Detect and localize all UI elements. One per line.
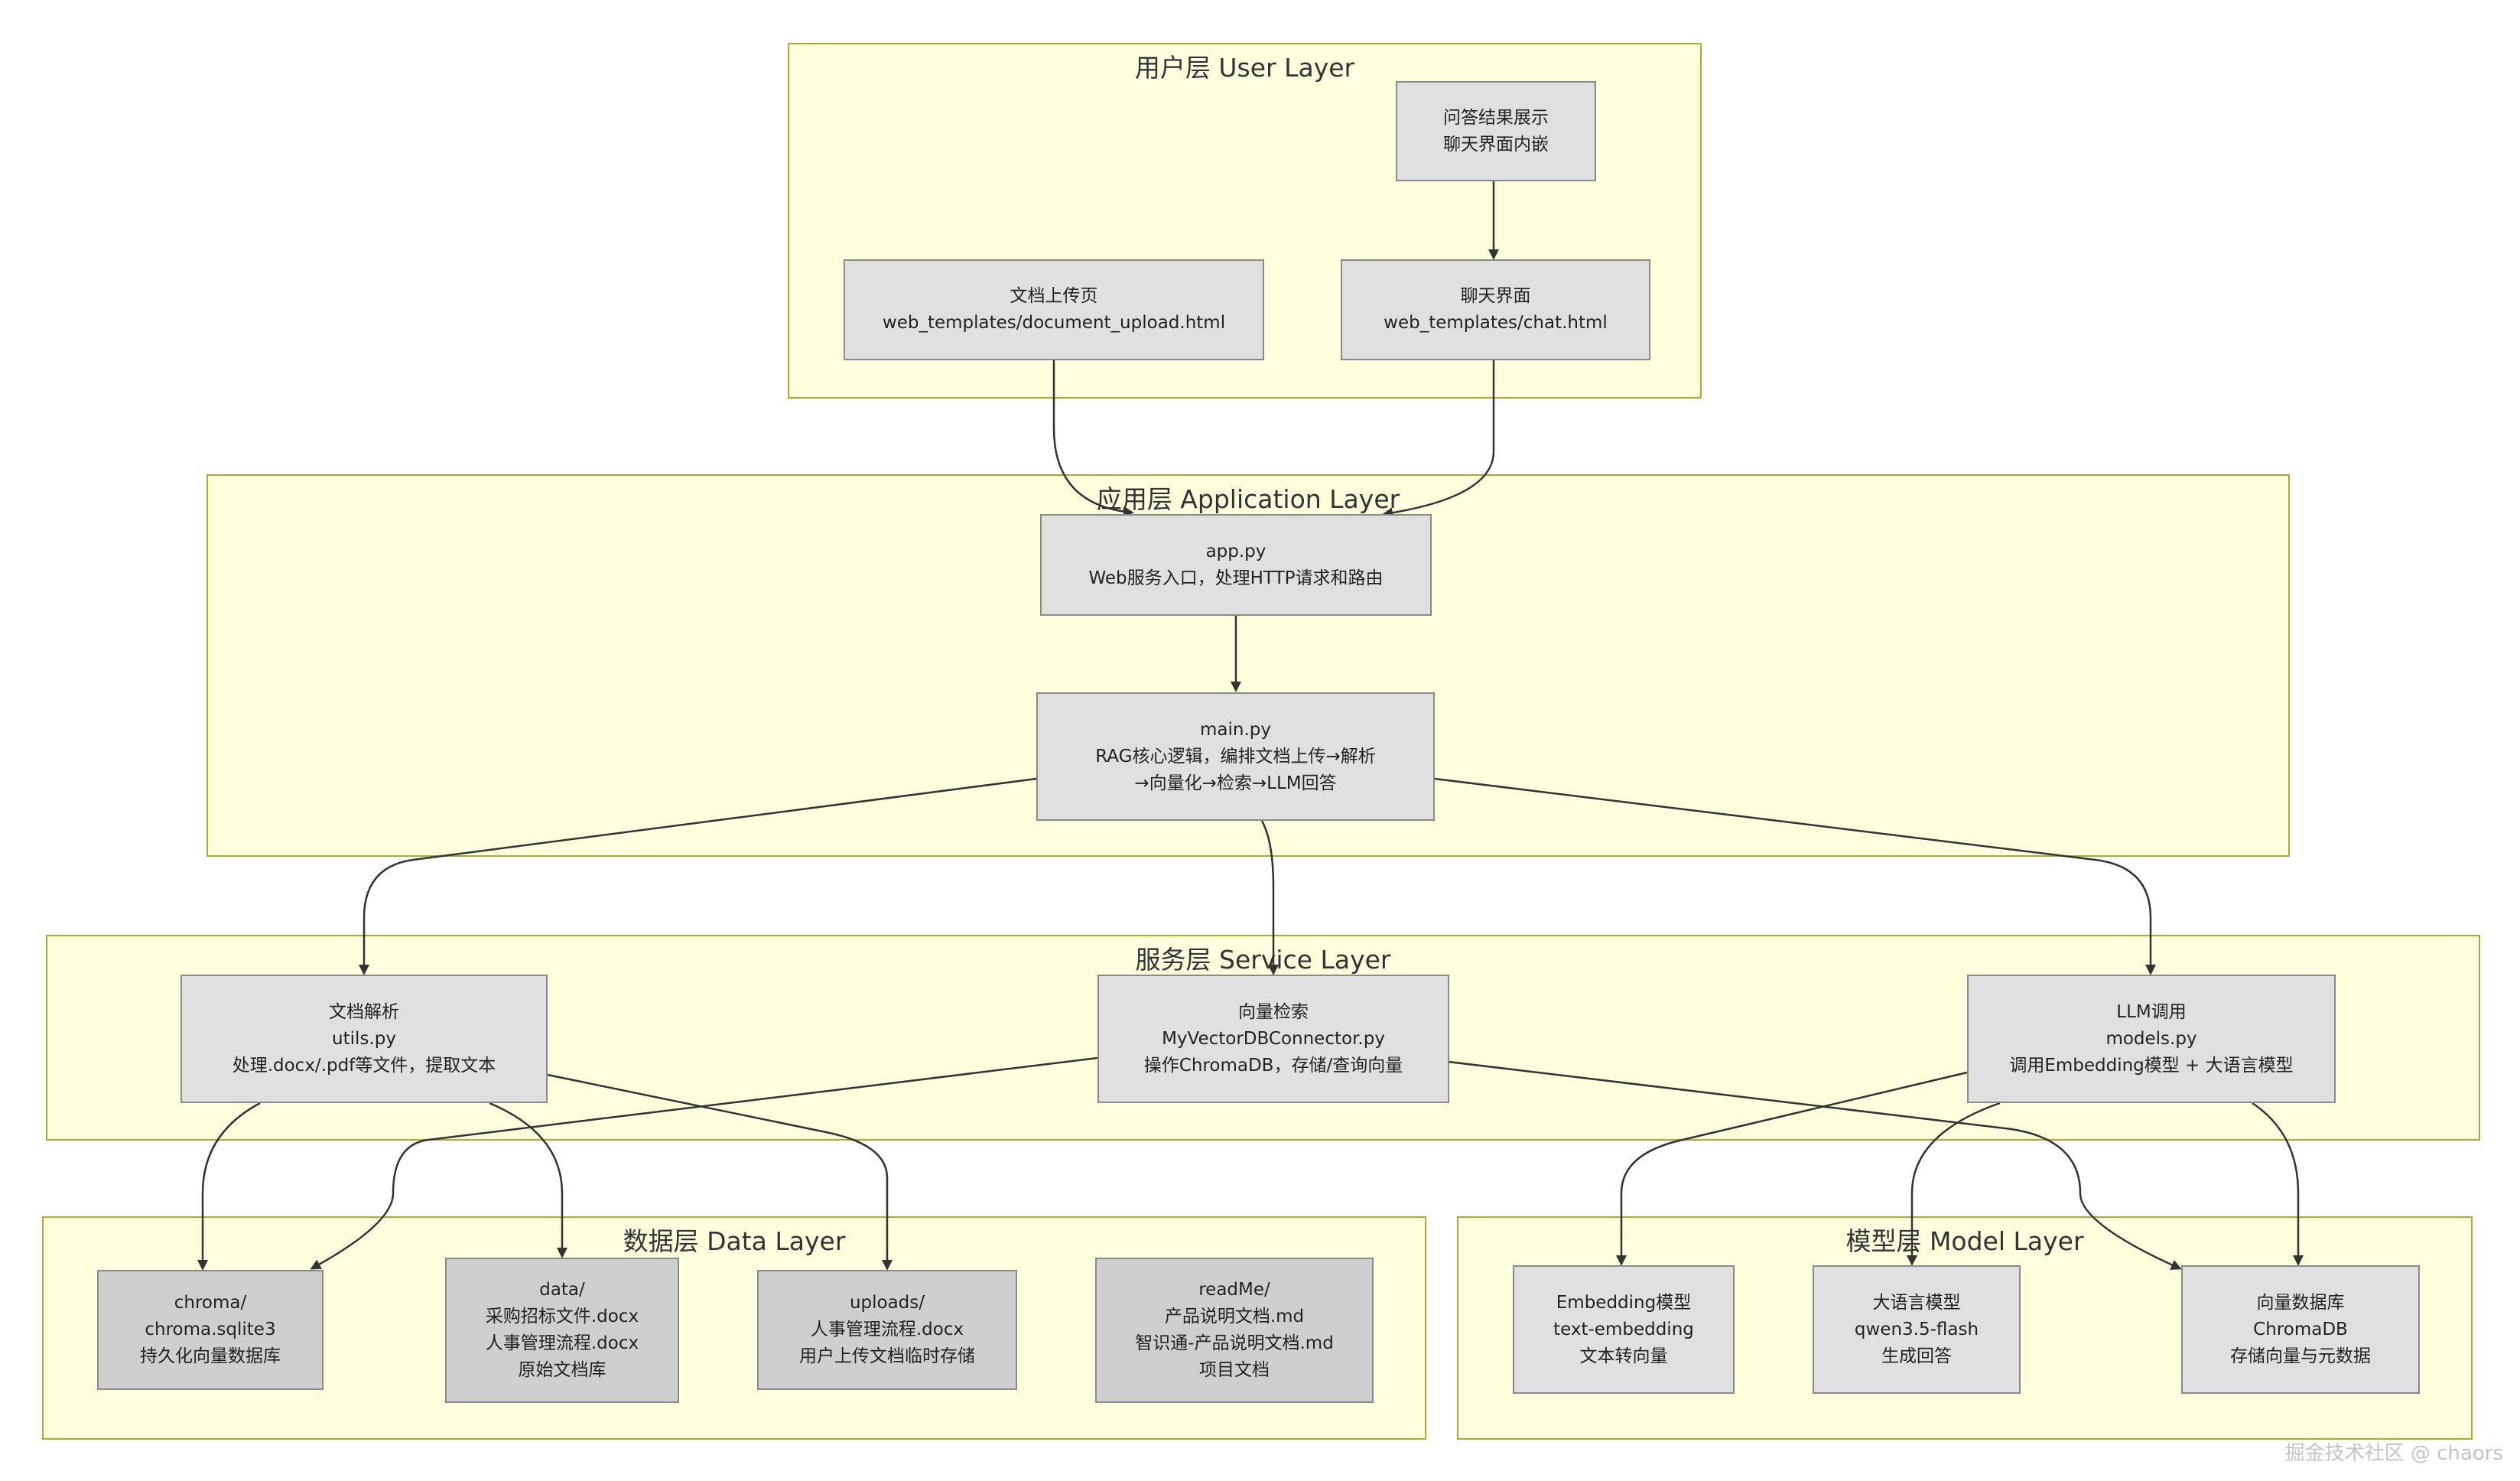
llm-model-node: 大语言模型 qwen3.5-flash 生成回答 xyxy=(1813,1265,2021,1394)
main-node: main.py RAG核心逻辑，编排文档上传→解析 →向量化→检索→LLM回答 xyxy=(1036,692,1435,821)
uploads-node: uploads/ 人事管理流程.docx 用户上传文档临时存储 xyxy=(757,1270,1017,1390)
answer-display-node: 问答结果展示 聊天界面内嵌 xyxy=(1396,81,1596,181)
data-layer-title: 数据层 Data Layer xyxy=(623,1226,846,1256)
vector-db-node: 向量数据库 ChromaDB 存储向量与元数据 xyxy=(2181,1265,2420,1394)
embedding-model-node: Embedding模型 text-embedding 文本转向量 xyxy=(1513,1265,1735,1394)
chat-page-node: 聊天界面 web_templates/chat.html xyxy=(1341,259,1650,360)
application-layer-title: 应用层 Application Layer xyxy=(1096,484,1400,514)
service-layer-title: 服务层 Service Layer xyxy=(1135,945,1391,975)
chroma-node: chroma/ chroma.sqlite3 持久化向量数据库 xyxy=(97,1270,324,1390)
app-node: app.py Web服务入口，处理HTTP请求和路由 xyxy=(1040,514,1432,616)
llm-call-node: LLM调用 models.py 调用Embedding模型 + 大语言模型 xyxy=(1967,975,2336,1103)
watermark: 掘金技术社区 @ chaors xyxy=(2284,1442,2503,1465)
user-layer-title: 用户层 User Layer xyxy=(1134,53,1355,83)
readme-node: readMe/ 产品说明文档.md 智识通-产品说明文档.md 项目文档 xyxy=(1095,1258,1374,1403)
doc-parse-node: 文档解析 utils.py 处理.docx/.pdf等文件，提取文本 xyxy=(180,975,548,1103)
data-dir-node: data/ 采购招标文件.docx 人事管理流程.docx 原始文档库 xyxy=(445,1258,679,1403)
vector-search-node: 向量检索 MyVectorDBConnector.py 操作ChromaDB，存… xyxy=(1097,975,1449,1103)
model-layer-title: 模型层 Model Layer xyxy=(1845,1226,2084,1256)
upload-page-node: 文档上传页 web_templates/document_upload.html xyxy=(844,259,1264,360)
